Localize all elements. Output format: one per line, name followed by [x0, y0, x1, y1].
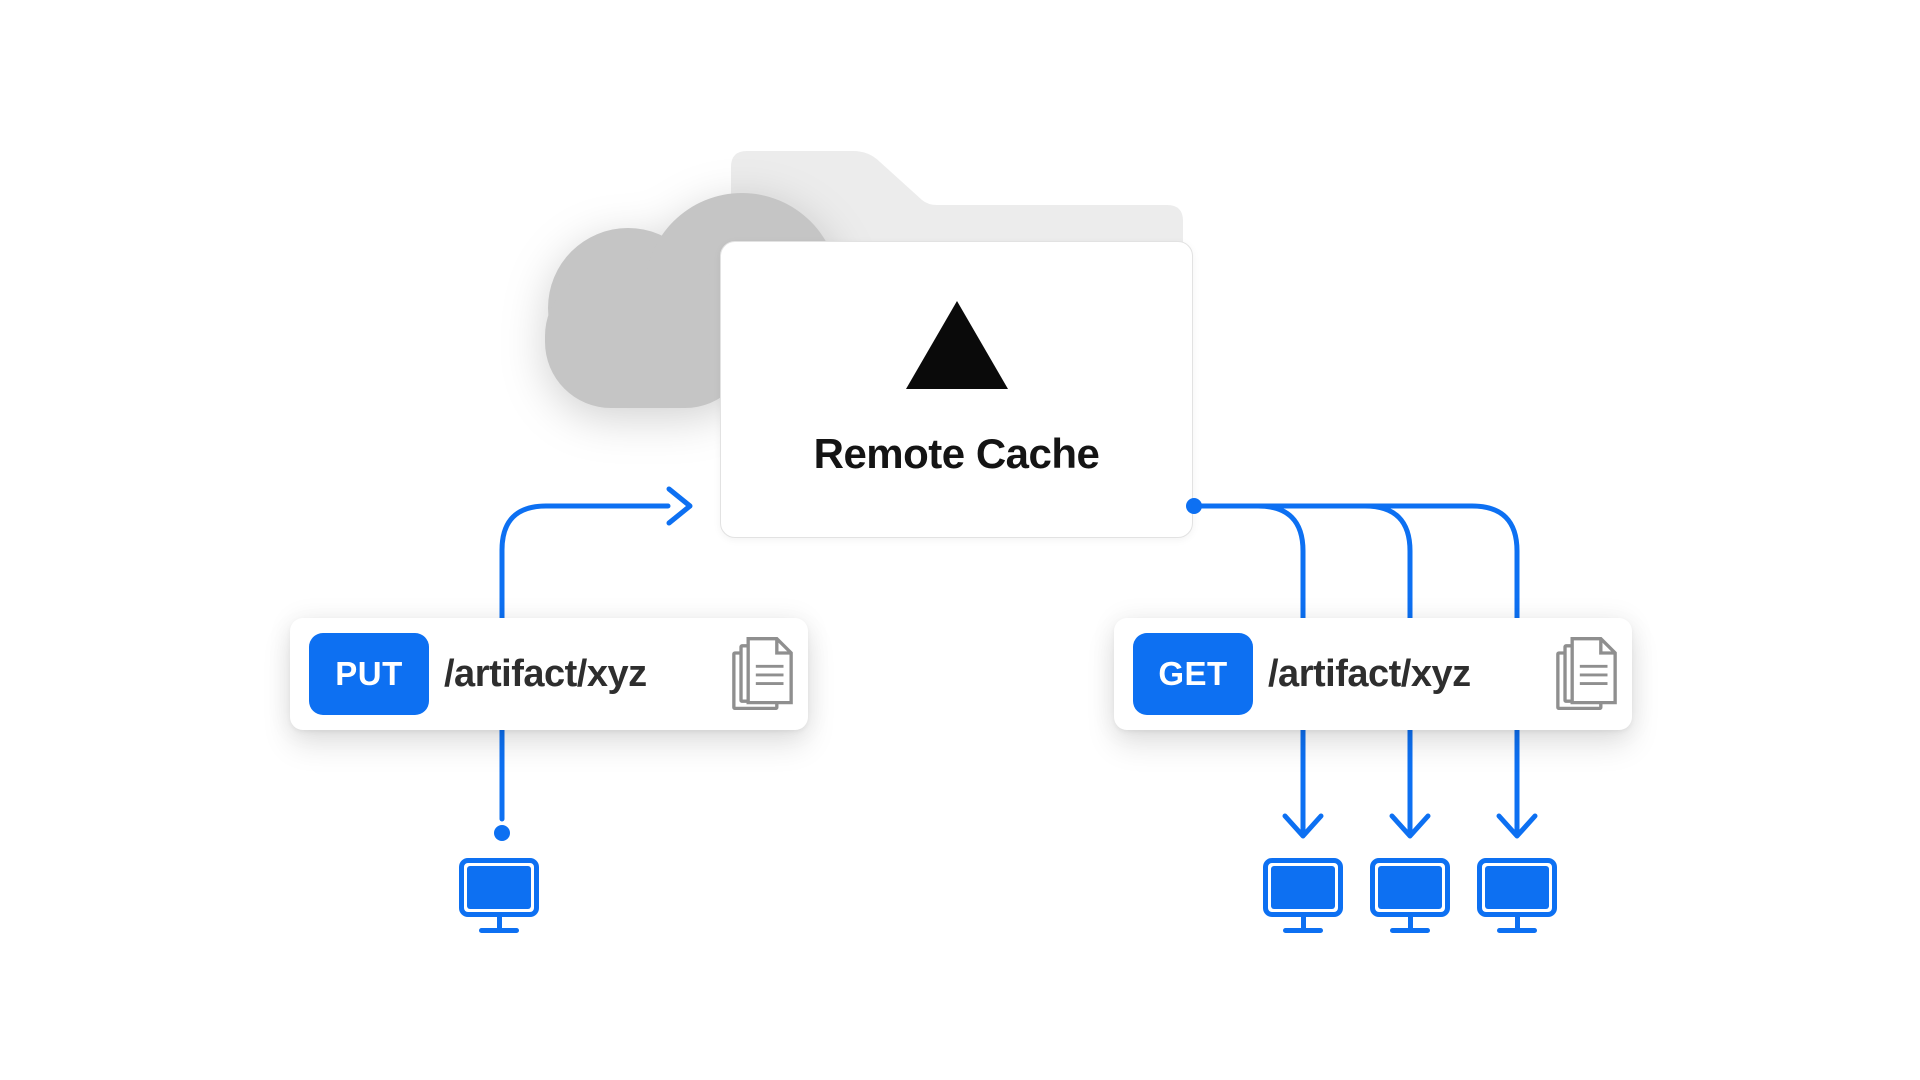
put-upload-line: [499, 503, 671, 621]
uploader-monitor-icon: [459, 858, 539, 934]
monitor-base: [1497, 928, 1537, 933]
get-arrowhead-icon: [1282, 813, 1324, 839]
put-request-path: /artifact/xyz: [444, 652, 647, 695]
monitor-screen: [1477, 858, 1557, 917]
remote-cache-label: Remote Cache: [813, 430, 1100, 477]
get-request-path: /artifact/xyz: [1268, 652, 1471, 695]
monitor-screen-fill: [1485, 866, 1549, 909]
cloud-base: [545, 270, 751, 408]
monitor-base: [1283, 928, 1323, 933]
monitor-stand: [1300, 917, 1306, 930]
downloader-monitor-icon: [1370, 858, 1450, 934]
put-arrowhead-icon: [666, 486, 693, 526]
vercel-triangle-icon: [905, 301, 1008, 389]
monitor-base: [479, 928, 519, 933]
get-arrowhead-icon: [1389, 813, 1431, 839]
monitor-stand: [496, 917, 502, 930]
downloader-monitor-icon: [1477, 858, 1557, 934]
monitor-stand: [1514, 917, 1520, 930]
get-arrowhead-icon: [1496, 813, 1538, 839]
uploader-endpoint-dot: [494, 825, 510, 841]
remote-cache-card: Remote Cache: [720, 241, 1193, 538]
monitor-base: [1390, 928, 1430, 933]
get-request-pill: GET /artifact/xyz: [1114, 618, 1632, 730]
put-method-badge: PUT: [309, 633, 429, 715]
downloader-monitor-icon: [1263, 858, 1343, 934]
monitor-screen-fill: [467, 866, 531, 909]
monitor-screen-fill: [1378, 866, 1442, 909]
monitor-stand: [1407, 917, 1413, 930]
monitor-screen: [1370, 858, 1450, 917]
get-method-badge: GET: [1133, 633, 1253, 715]
monitor-screen: [459, 858, 539, 917]
monitor-screen-fill: [1271, 866, 1335, 909]
files-icon: [1556, 637, 1617, 711]
put-request-pill: PUT /artifact/xyz: [290, 618, 808, 730]
files-icon: [732, 637, 793, 711]
monitor-screen: [1263, 858, 1343, 917]
